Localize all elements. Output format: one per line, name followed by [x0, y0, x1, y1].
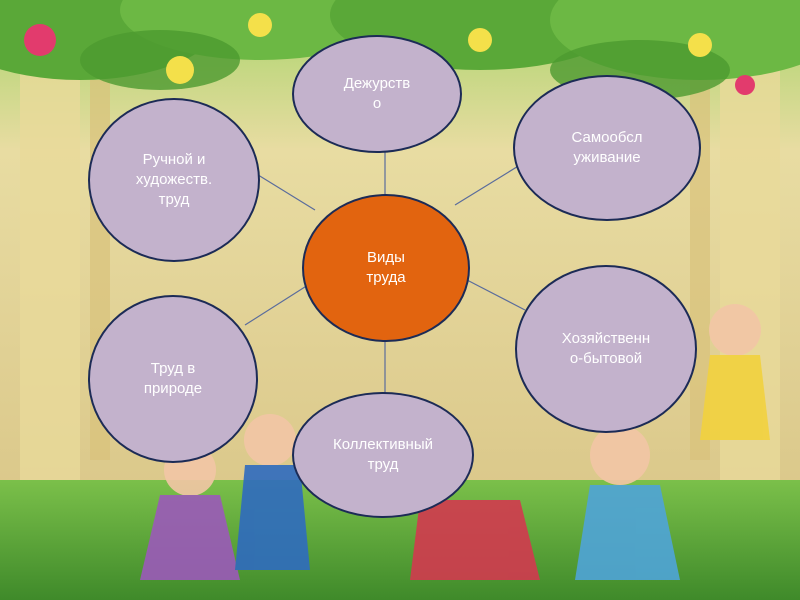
node-collective-label: Коллективный труд — [333, 436, 433, 473]
node-manual-art: Ручной и художеств. труд — [88, 98, 260, 262]
center-node-label: Виды труда — [366, 249, 406, 286]
node-collective: Коллективный труд — [292, 392, 474, 518]
node-self-service: Самообсл уживание — [513, 75, 701, 221]
node-self-service-label: Самообсл уживание — [571, 129, 643, 166]
node-household: Хозяйственн о-бытовой — [515, 265, 697, 433]
node-duty: Дежурств о — [292, 35, 462, 153]
node-manual-art-label: Ручной и художеств. труд — [135, 151, 213, 208]
center-node: Виды труда — [302, 194, 470, 342]
node-nature-label: Труд в природе — [143, 360, 203, 397]
node-nature: Труд в природе — [88, 295, 258, 463]
node-household-label: Хозяйственн о-бытовой — [561, 330, 651, 367]
node-duty-label: Дежурств о — [343, 75, 411, 112]
